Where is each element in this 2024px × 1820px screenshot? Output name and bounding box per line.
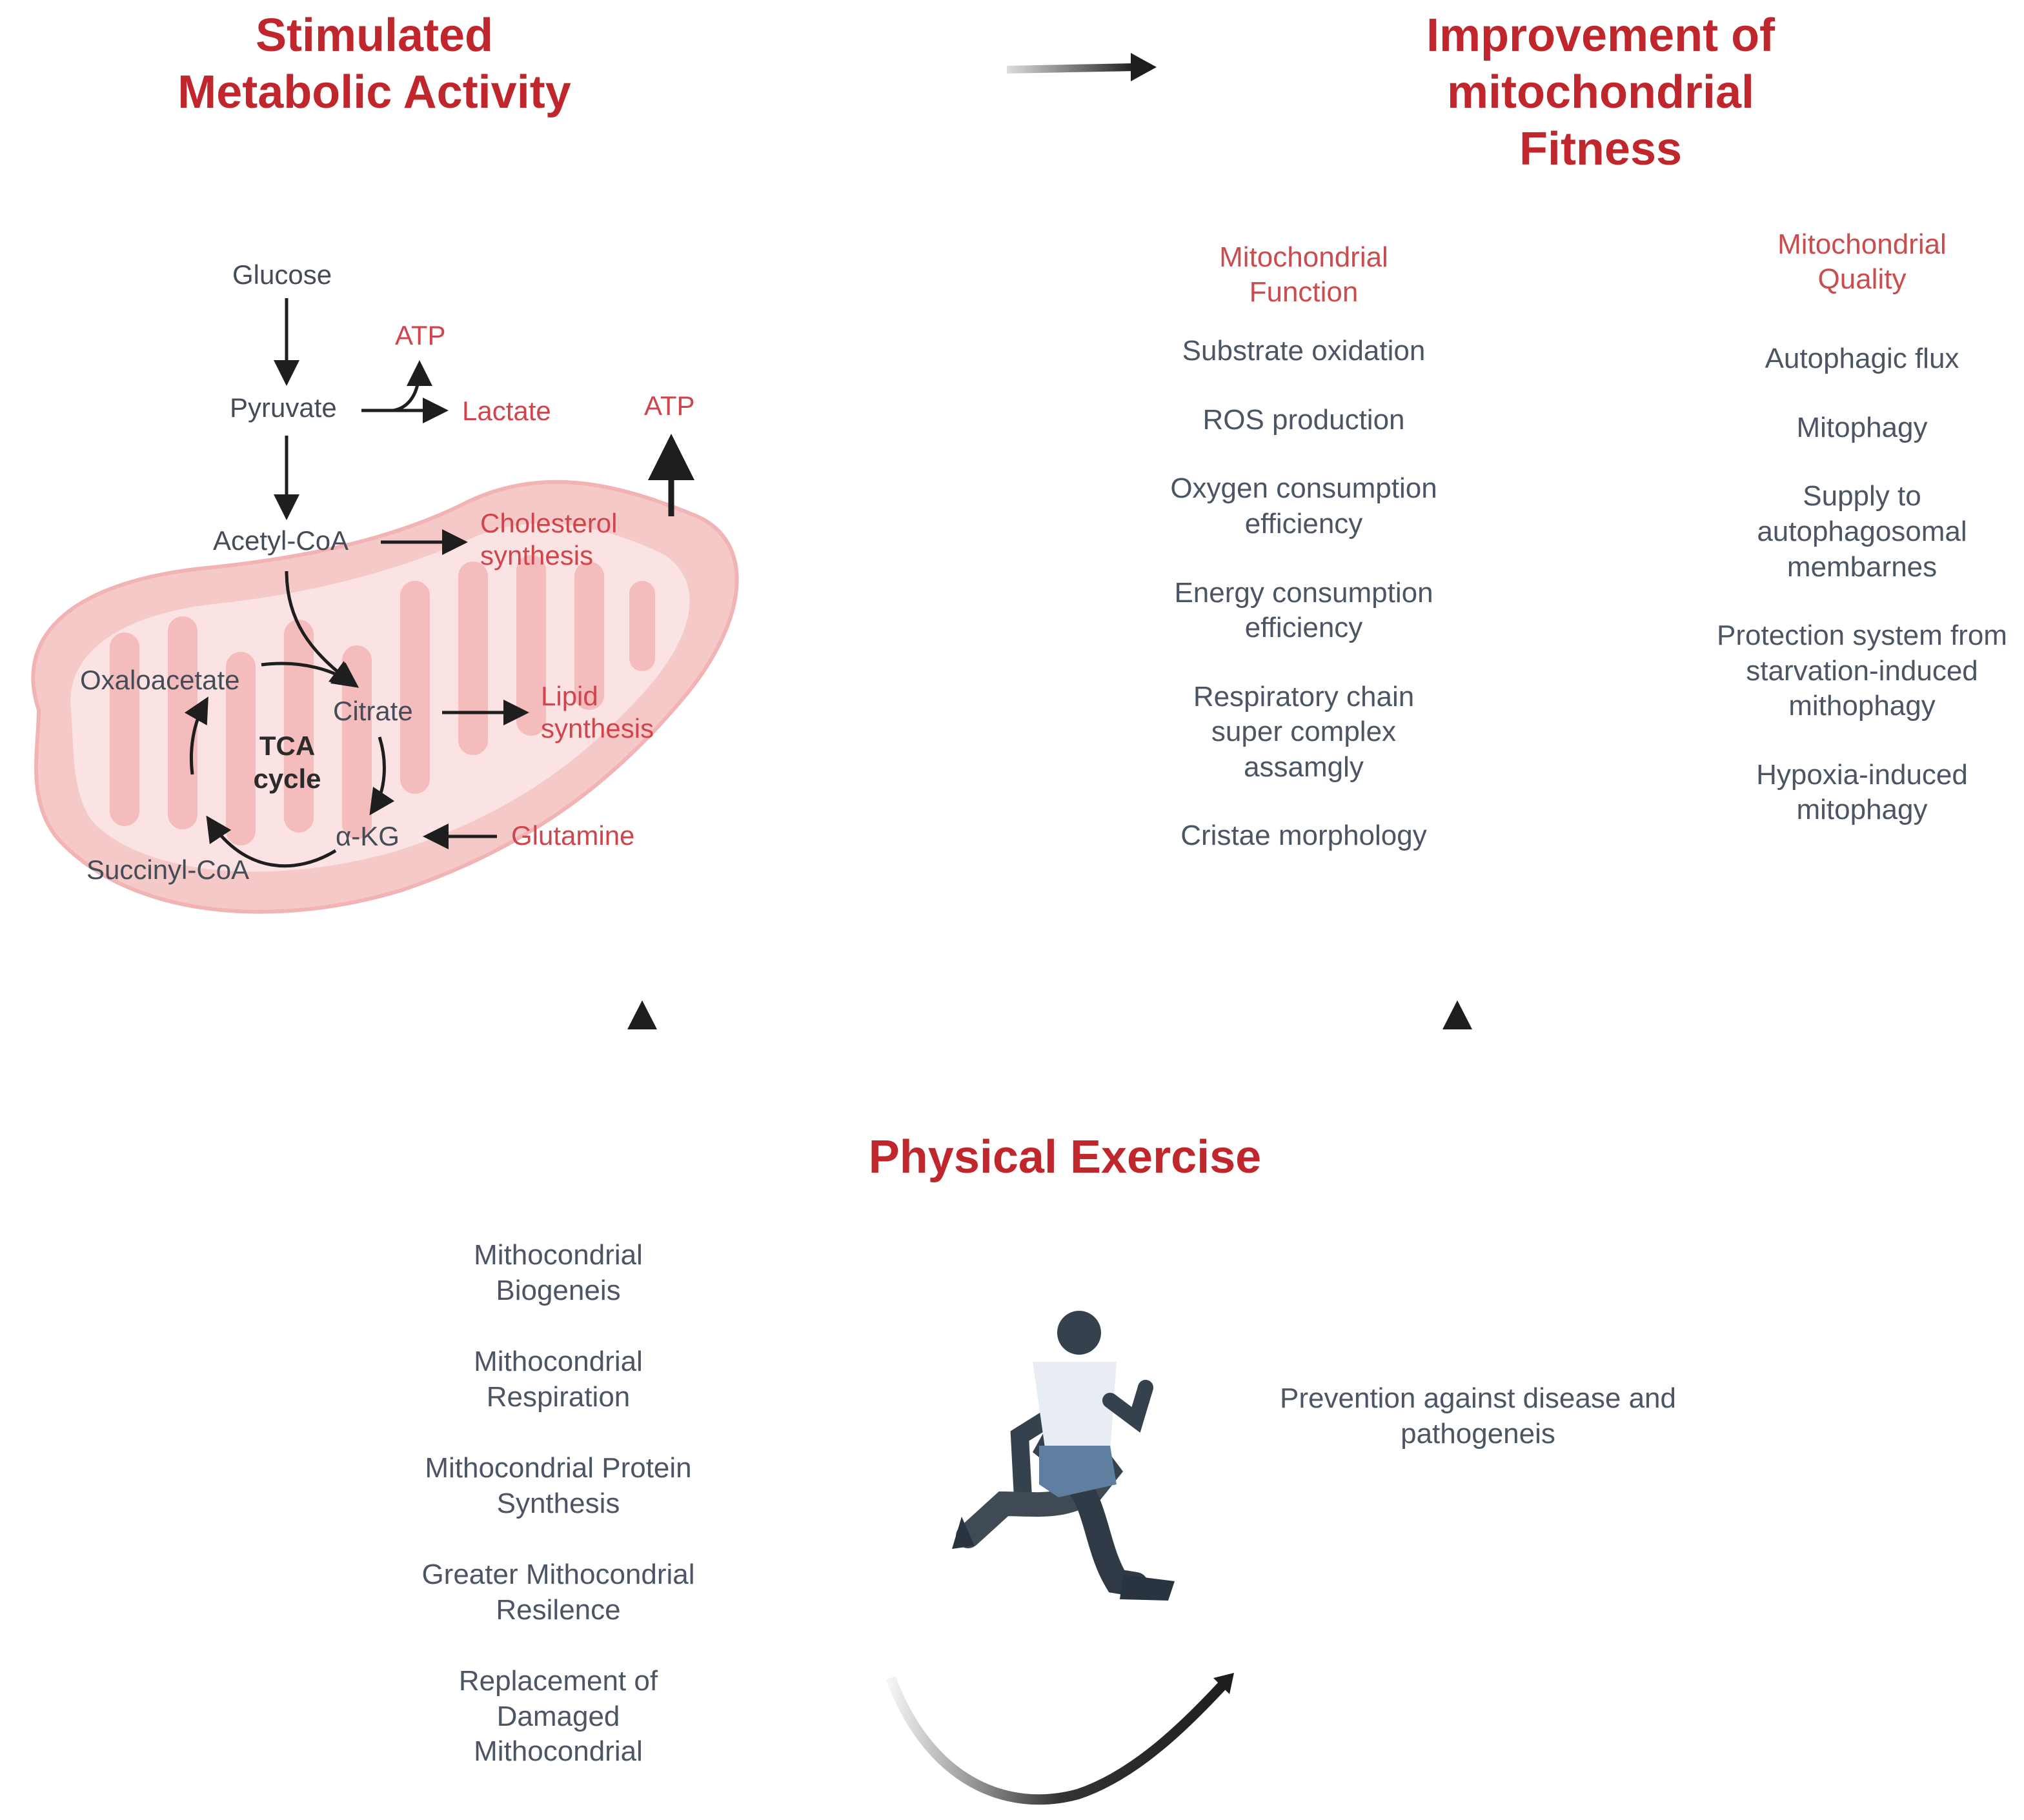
exercise-effects-list: Mithocondrial Biogeneis Mithocondrial Re… bbox=[387, 1238, 729, 1770]
succinylcoa-to-oxaloacetate-arrow bbox=[184, 696, 208, 775]
function-item: ROS production bbox=[1202, 403, 1405, 436]
pathway-arrows bbox=[184, 298, 529, 868]
tca-cycle-label: TCA cycle bbox=[253, 731, 321, 794]
pyruvate-to-atp-arrow bbox=[393, 360, 432, 412]
function-item: Respiratory chain super complex assamgly bbox=[1193, 680, 1415, 783]
prevention-text: Prevention against disease and pathogene… bbox=[1280, 1382, 1676, 1450]
exercise-effect-item: Mithocondrial Respiration bbox=[474, 1346, 643, 1413]
mitochondrial-function-title: Mitochondrial Function bbox=[1219, 241, 1388, 308]
acetyl-coa-label: Acetyl-CoA bbox=[213, 525, 349, 556]
akg-to-succinylcoa-arrow bbox=[206, 815, 337, 868]
quality-item: Autophagic flux bbox=[1765, 343, 1959, 375]
exercise-cycle-curve-arrow bbox=[886, 1676, 1230, 1805]
oxaloacetate-to-citrate-arrow bbox=[261, 662, 359, 688]
function-item: Cristae morphology bbox=[1180, 820, 1427, 852]
mitochondrion-illustration bbox=[31, 480, 739, 914]
atp-big-label: ATP bbox=[644, 390, 695, 421]
akg-label: α-KG bbox=[336, 821, 400, 851]
glutamine-label: Glutamine bbox=[511, 820, 635, 851]
quality-item: Supply to autophagosomal membarnes bbox=[1757, 480, 1967, 583]
quality-item: Protection system from starvation-induce… bbox=[1717, 620, 2007, 722]
metabolic-to-fitness-arrow bbox=[1006, 63, 1137, 74]
cholesterol-synthesis-label: Cholesterol synthesis bbox=[480, 508, 618, 571]
pyruvate-label: Pyruvate bbox=[230, 392, 337, 423]
mitochondrial-fitness-heading: Improvement of mitochondrial Fitness bbox=[1426, 10, 1776, 175]
physical-exercise-heading: Physical Exercise bbox=[868, 1131, 1262, 1183]
glucose-label: Glucose bbox=[232, 259, 332, 290]
exercise-effect-item: Mithocondrial Protein Synthesis bbox=[425, 1452, 692, 1519]
function-item: Oxygen consumption efficiency bbox=[1170, 472, 1437, 540]
runner-icon bbox=[952, 1311, 1175, 1601]
mitochondrial-quality-column: Mitochondrial Quality Autophagic flux Mi… bbox=[1704, 227, 2020, 828]
mitochondrial-quality-title: Mitochondrial Quality bbox=[1777, 228, 1947, 295]
flow-arrows bbox=[627, 53, 1472, 1805]
lipid-synthesis-label: Lipid synthesis bbox=[541, 681, 654, 744]
exercise-effect-item: Replacement of Damaged Mithocondrial bbox=[458, 1665, 658, 1768]
quality-item: Mitophagy bbox=[1796, 411, 1928, 443]
citrate-to-akg-arrow bbox=[369, 736, 395, 816]
lactate-label: Lactate bbox=[462, 396, 551, 426]
function-item: Energy consumption efficiency bbox=[1174, 576, 1433, 644]
atp-small-label: ATP bbox=[395, 320, 446, 350]
succinyl-coa-label: Succinyl-CoA bbox=[86, 854, 250, 885]
quality-item: Hypoxia-induced mitophagy bbox=[1756, 758, 1968, 826]
citrate-label: Citrate bbox=[333, 696, 413, 726]
exercise-effect-item: Greater Mithocondrial Resilence bbox=[421, 1559, 695, 1626]
mitochondrial-function-column: Mitochondrial Function Substrate oxidati… bbox=[1123, 240, 1484, 854]
function-item: Substrate oxidation bbox=[1182, 335, 1426, 367]
oxaloacetate-label: Oxaloacetate bbox=[80, 665, 240, 695]
exercise-effect-item: Mithocondrial Biogeneis bbox=[474, 1239, 643, 1306]
metabolic-activity-heading: Stimulated Metabolic Activity bbox=[177, 10, 571, 118]
